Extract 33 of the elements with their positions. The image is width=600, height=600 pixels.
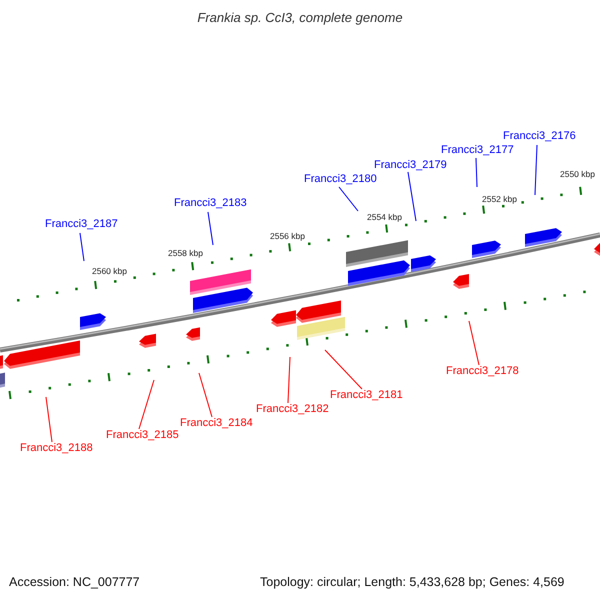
title: Frankia sp. CcI3, complete genome <box>196 11 404 24</box>
gene-label: Francci3_2181 <box>330 390 403 401</box>
scale-label: 2554 kbp <box>367 213 402 222</box>
gene-label: Francci3_2176 <box>503 131 576 142</box>
leader-line <box>476 158 478 188</box>
scale-label: 2556 kbp <box>270 232 305 240</box>
leader-line <box>198 372 212 418</box>
leader-line <box>468 320 480 366</box>
gene-label: Francci3_2187 <box>45 219 118 230</box>
gene-label: Francci3_2178 <box>446 366 519 377</box>
gene-label: Francci3_2182 <box>256 404 329 415</box>
scale-label: 2550 kbp <box>560 170 595 178</box>
gene-label: Francci3_2183 <box>174 198 247 209</box>
leader-line <box>80 232 84 262</box>
scale-label: 2558 kbp <box>168 249 203 258</box>
accession-text: Accession: NC_007777 <box>9 576 140 588</box>
leader-line <box>338 186 358 212</box>
leader-line <box>46 396 52 442</box>
gene-label: Francci3_2179 <box>374 160 447 171</box>
gene-label: Francci3_2180 <box>304 174 377 185</box>
scale-label: 2552 kbp <box>482 195 517 204</box>
gene-label: Francci3_2177 <box>441 145 514 156</box>
gene-label: Francci3_2185 <box>106 430 179 441</box>
leader-line <box>324 350 362 390</box>
leader-line <box>208 212 214 246</box>
leader-line <box>288 356 290 404</box>
genome-summary-text: Topology: circular; Length: 5,433,628 bp; Genes: 4,569 <box>260 576 564 588</box>
gene-label: Francci3_2188 <box>20 443 93 454</box>
leader-line <box>138 380 154 430</box>
gene-label: Francci3_2184 <box>180 418 253 429</box>
leader-line <box>408 172 416 222</box>
scale-label: 2560 kbp <box>92 267 127 276</box>
leader-line <box>534 144 538 196</box>
